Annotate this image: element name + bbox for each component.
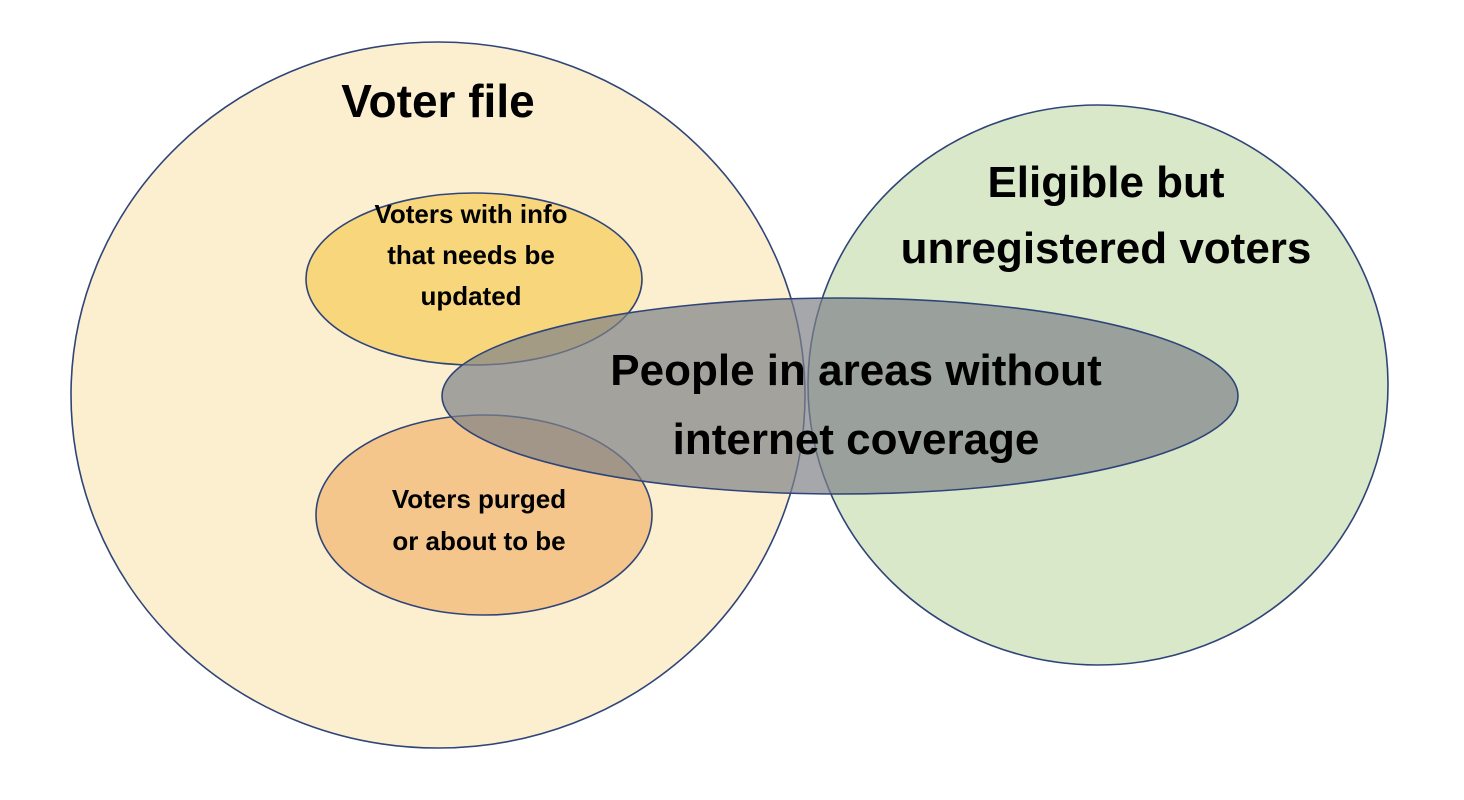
no-internet-label-line-2: internet coverage [673,415,1040,464]
eligible-unregistered-label-line-2: unregistered voters [901,224,1312,273]
info-needs-update-label-line-2: that needs be [387,240,555,270]
info-needs-update-label-line-3: updated [420,281,521,311]
eligible-unregistered-label-line-1: Eligible but [987,158,1224,207]
purged-label-line-2: or about to be [392,526,565,556]
no-internet-ellipse [441,297,1239,495]
no-internet-label-line-1: People in areas without [610,346,1102,395]
purged-label-line-1: Voters purged [392,484,566,514]
voter-file-label: Voter file [341,75,534,127]
info-needs-update-label-line-1: Voters with info [374,199,567,229]
